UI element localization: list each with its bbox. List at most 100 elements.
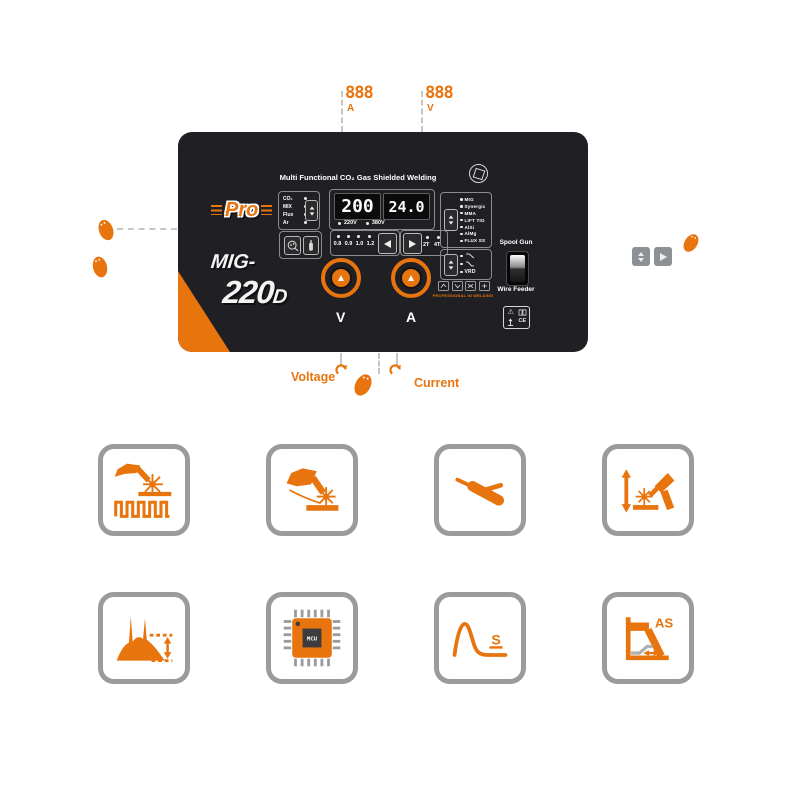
slogan-text: PROFESSIONAL IN WELDING — [432, 293, 494, 298]
orange-corner-decoration — [178, 271, 230, 352]
gas-option-co2: CO₂ — [279, 195, 307, 203]
wire-feeder-label: Wire Feeder — [497, 286, 535, 293]
knob-pointer-icon — [338, 275, 344, 281]
wire-inch-button[interactable] — [284, 236, 301, 255]
brand-badge-icon — [469, 164, 488, 183]
mcu-label: MCU — [307, 636, 318, 642]
up-arrow-icon — [448, 215, 454, 219]
gas-check-button[interactable] — [303, 236, 319, 255]
feature-tile-mig-torch — [266, 444, 358, 536]
param-select-button[interactable] — [444, 254, 458, 276]
led — [304, 221, 307, 224]
ce-mark: CE — [518, 318, 527, 325]
up-arrow-icon — [638, 251, 644, 256]
cert-icon-row — [438, 281, 490, 291]
callout-line — [396, 353, 398, 365]
current-display: 200 — [334, 193, 381, 220]
mcu-chip-icon: MCU — [283, 609, 341, 667]
callout-line — [378, 353, 380, 374]
gas-option-mix: MIX — [279, 203, 307, 211]
gas-select-button[interactable] — [305, 200, 318, 221]
speed-lines-icon — [211, 205, 222, 215]
volt-callout-unit: V — [427, 103, 434, 114]
volt-callout-value: 888 — [425, 83, 454, 103]
feature-tile-electrode-holder — [434, 444, 526, 536]
spool-gun-switch[interactable] — [506, 251, 529, 286]
unplug-icon — [508, 318, 514, 326]
feature-tile-lift-tig — [602, 444, 694, 536]
current-knob-label: A — [406, 309, 417, 325]
feature-tile-waveform — [98, 592, 190, 684]
pro-logo: Pro — [211, 199, 273, 221]
amp-callout-value: 888 — [345, 83, 374, 103]
rotate-icon — [335, 364, 347, 375]
gas-option-flux: Flux — [279, 211, 307, 219]
burnback-ramp-icon — [465, 253, 474, 259]
down-arrow-icon — [638, 257, 644, 262]
amp-callout-unit: A — [347, 103, 355, 114]
input-voltage-leds: 220V 380V — [338, 220, 385, 227]
led — [365, 222, 369, 226]
model-suffix: D — [271, 286, 288, 308]
next-param-button[interactable] — [403, 233, 422, 254]
trigger-mode-group: 2T 4T — [400, 230, 448, 256]
downslope-ramp-icon — [465, 261, 474, 267]
voltage-display: 24.0 — [383, 193, 430, 220]
trigger-2t-label: 2T — [423, 242, 430, 248]
as-label: AS — [655, 616, 674, 631]
feature-tile-pulse-mig — [98, 444, 190, 536]
led — [437, 236, 440, 239]
spool-gun-label: Spool Gun — [499, 239, 533, 246]
callout-line — [340, 353, 342, 365]
anti-stick-icon: AS — [625, 616, 674, 661]
wire-size-labels: 0.8 0.9 1.0 1.2 — [333, 241, 375, 247]
panel-title: Multi Functional CO₂ Gas Shielded Weldin… — [279, 173, 437, 182]
thumb-press-icon — [354, 374, 372, 396]
mode-led-list: MIG Synergic MMA LIFT TIG AlSi AlMg FLUX… — [460, 196, 486, 244]
electrode-holder-icon — [455, 477, 505, 506]
current-annotation: Current — [414, 376, 460, 390]
left-arrow-icon — [384, 239, 391, 248]
cert-icon — [478, 281, 490, 291]
feature-tile-slope: S — [434, 592, 526, 684]
knob-pointer-icon — [408, 275, 414, 281]
voltage-knob-label: V — [336, 309, 346, 325]
next-button[interactable] — [654, 247, 672, 266]
callout-line — [117, 228, 177, 230]
manual-icon — [518, 309, 527, 316]
lift-tig-icon — [621, 469, 675, 513]
s-label: S — [491, 632, 500, 648]
mode-select-button[interactable] — [444, 209, 458, 231]
up-down-button[interactable] — [632, 247, 650, 266]
prev-button[interactable] — [378, 233, 397, 254]
trigger-4t-label: 4T — [434, 242, 441, 248]
machine-front-panel: Multi Functional CO₂ Gas Shielded Weldin… — [178, 132, 588, 352]
model-name-line1: MIG- — [209, 251, 257, 273]
up-arrow-icon — [309, 205, 314, 210]
wire-size-group: 0.8 0.9 1.0 1.2 — [330, 230, 400, 256]
wire-size-leds — [333, 235, 371, 238]
model-name-line2: 220D — [221, 274, 288, 310]
current-knob[interactable] — [391, 258, 431, 298]
callout-line — [421, 91, 423, 132]
led — [338, 222, 341, 226]
vrd-label: VRD — [464, 269, 476, 275]
wire-feed-icon — [287, 240, 298, 251]
cert-icon — [465, 281, 476, 291]
cert-icon — [438, 281, 449, 291]
voltage-knob[interactable] — [321, 258, 361, 298]
voltage-annotation: Voltage — [291, 370, 336, 384]
warning-sticker: ⚠ CE — [503, 306, 530, 329]
gas-option-ar: Ar — [279, 219, 307, 227]
param-selector-group: VRD — [440, 249, 492, 280]
knob-core — [330, 267, 352, 289]
callout-line — [341, 91, 343, 132]
param-led-list: VRD — [460, 252, 476, 276]
mode-selector-group: MIG Synergic MMA LIFT TIG AlSi AlMg FLUX… — [440, 192, 492, 248]
pro-logo-text: Pro — [225, 199, 259, 221]
down-arrow-icon — [448, 221, 454, 225]
cert-icon — [451, 281, 463, 291]
slope-curve-icon: S — [452, 621, 508, 657]
led — [426, 236, 429, 239]
current-waveform-icon — [116, 616, 173, 663]
